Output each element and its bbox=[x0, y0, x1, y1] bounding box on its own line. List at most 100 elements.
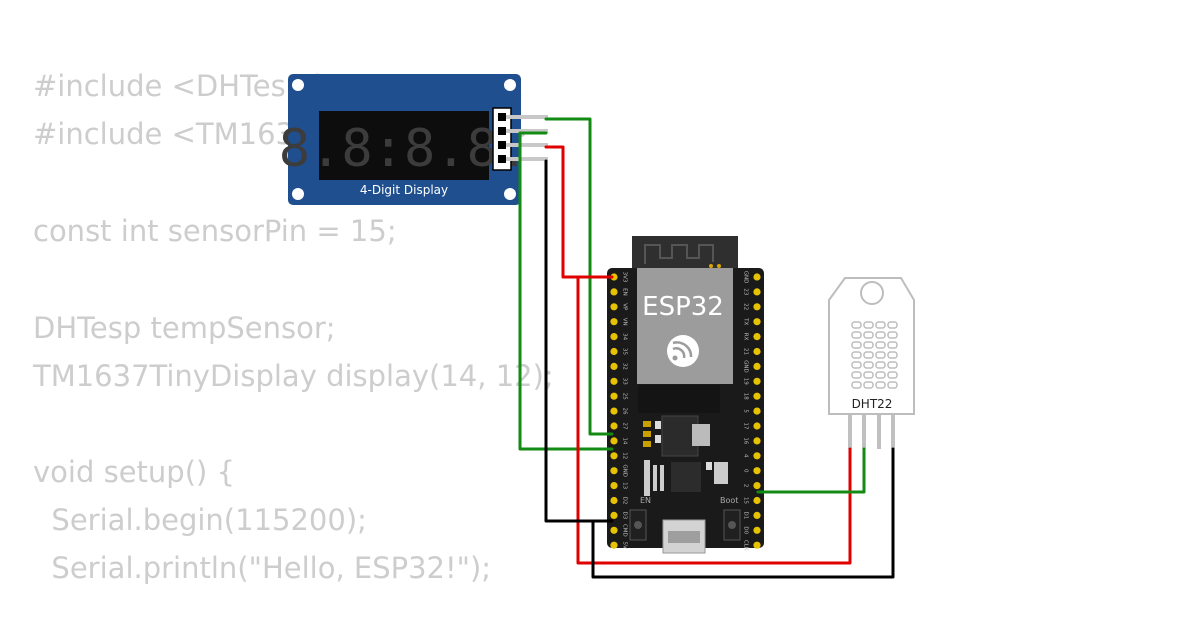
pin-label: EN bbox=[622, 288, 628, 296]
pin-label: D2 bbox=[622, 497, 628, 505]
vent-slot bbox=[887, 321, 898, 329]
pin-leg bbox=[506, 129, 548, 133]
vent-slot bbox=[875, 331, 886, 339]
esp32-pin-34[interactable] bbox=[610, 333, 618, 341]
esp32-board[interactable]: ESP32 3V3ENVPVN343532332526271412GND13D2… bbox=[607, 236, 764, 554]
vent-slot bbox=[863, 381, 874, 389]
en-button-cap[interactable] bbox=[634, 521, 642, 529]
pin-label: 17 bbox=[743, 423, 749, 430]
pin-label: GND bbox=[622, 464, 628, 477]
esp32-pin-0[interactable] bbox=[753, 467, 761, 475]
pin-label: 27 bbox=[622, 423, 628, 430]
pin-label: D3 bbox=[622, 512, 628, 520]
smd-component bbox=[714, 462, 728, 484]
sensor-leg bbox=[862, 413, 866, 449]
esp32-pin-tx[interactable] bbox=[753, 318, 761, 326]
pin-label: CLK bbox=[743, 540, 749, 551]
pin-label: TX bbox=[743, 317, 749, 325]
vent-slot bbox=[851, 331, 862, 339]
right-pin-header bbox=[753, 273, 761, 549]
left-pin-labels: 3V3ENVPVN343532332526271412GND13D2D3CMD5… bbox=[622, 272, 628, 549]
esp32-pin-d3[interactable] bbox=[610, 511, 618, 519]
esp32-pin-cmd[interactable] bbox=[610, 526, 618, 534]
display-window bbox=[319, 111, 489, 180]
esp32-pin-vn[interactable] bbox=[610, 318, 618, 326]
esp32-pin-15[interactable] bbox=[753, 496, 761, 505]
esp32-pin-13[interactable] bbox=[610, 482, 618, 490]
vent-slot bbox=[887, 371, 898, 379]
pin-label: D1 bbox=[743, 512, 749, 520]
esp32-pin-gnd[interactable] bbox=[753, 273, 761, 281]
module-base bbox=[638, 385, 720, 413]
wire-dio-green bbox=[518, 131, 614, 451]
sensor-label: DHT22 bbox=[852, 397, 893, 411]
sensor-leg bbox=[848, 413, 852, 449]
esp32-pin-vp[interactable] bbox=[610, 303, 618, 311]
esp32-pin-d0[interactable] bbox=[753, 526, 761, 534]
esp32-pin-18[interactable] bbox=[753, 392, 761, 400]
esp32-pin-3v3[interactable] bbox=[610, 273, 618, 281]
pin-label: 5V bbox=[622, 542, 628, 549]
esp32-pin-12[interactable] bbox=[610, 452, 618, 460]
en-button-label: EN bbox=[640, 496, 651, 505]
esp32-pin-gnd[interactable] bbox=[610, 467, 618, 475]
esp32-pin-25[interactable] bbox=[610, 392, 618, 400]
header-pin-gnd bbox=[498, 155, 506, 163]
pin-label: 32 bbox=[622, 363, 628, 370]
esp32-pin-21[interactable] bbox=[753, 347, 761, 356]
esp32-pin-19[interactable] bbox=[753, 377, 761, 385]
vent-slot bbox=[863, 321, 874, 329]
pin-label: 16 bbox=[743, 437, 749, 444]
esp32-pin-5[interactable] bbox=[753, 407, 761, 415]
pin-label: 21 bbox=[743, 348, 749, 355]
esp32-pin-32[interactable] bbox=[610, 362, 618, 370]
boot-button-cap[interactable] bbox=[728, 521, 736, 529]
esp32-pin-clk[interactable] bbox=[753, 541, 761, 549]
wire-data-green bbox=[756, 447, 866, 494]
esp32-pin-rx[interactable] bbox=[753, 333, 761, 341]
esp32-pin-27[interactable] bbox=[610, 422, 618, 430]
pin-label: 5 bbox=[743, 409, 749, 413]
esp32-pin-26[interactable] bbox=[610, 407, 618, 415]
display-header bbox=[492, 107, 512, 171]
esp32-pin-2[interactable] bbox=[753, 482, 761, 490]
esp32-pin-en[interactable] bbox=[610, 288, 618, 296]
esp32-pin-d1[interactable] bbox=[753, 511, 761, 519]
esp32-pin-33[interactable] bbox=[610, 377, 618, 385]
display-digits: 8.8:8.8. bbox=[279, 119, 529, 179]
pin-label: GND bbox=[743, 360, 749, 373]
esp32-pin-23[interactable] bbox=[753, 288, 761, 296]
esp32-pin-16[interactable] bbox=[753, 437, 761, 445]
esp32-pin-5v[interactable] bbox=[610, 541, 618, 549]
four-digit-display[interactable]: 8.8:8.8. 4-Digit Display bbox=[279, 74, 548, 205]
vent-slot bbox=[863, 331, 874, 339]
esp32-pin-22[interactable] bbox=[753, 303, 761, 311]
esp32-pin-4[interactable] bbox=[753, 452, 761, 460]
regulator-tab bbox=[692, 424, 710, 446]
wires bbox=[518, 117, 895, 579]
smd-component bbox=[660, 465, 664, 491]
code-line: Serial.begin(115200); bbox=[33, 503, 367, 537]
pin-label: 35 bbox=[622, 348, 628, 355]
smd-component bbox=[655, 421, 661, 429]
smd-component bbox=[643, 431, 651, 437]
pin-label: 2 bbox=[743, 484, 749, 488]
pin-leg bbox=[506, 115, 548, 119]
pin-label: 15 bbox=[743, 497, 749, 504]
pin-label: 19 bbox=[743, 378, 749, 385]
pin-label: 25 bbox=[622, 393, 628, 400]
esp32-pin-d2[interactable] bbox=[610, 496, 618, 505]
dht22-sensor[interactable]: DHT22 bbox=[828, 277, 915, 449]
esp32-pin-17[interactable] bbox=[753, 422, 761, 430]
vent-slot bbox=[851, 341, 862, 349]
esp32-pin-35[interactable] bbox=[610, 347, 618, 356]
esp32-pin-gnd[interactable] bbox=[753, 362, 761, 370]
sensor-leg bbox=[891, 413, 895, 449]
mount-hole bbox=[292, 79, 304, 91]
pin-label: D0 bbox=[743, 526, 749, 534]
esp32-pin-14[interactable] bbox=[610, 437, 618, 445]
vent-slot bbox=[875, 381, 886, 389]
esp32-label: ESP32 bbox=[642, 292, 724, 322]
usb-uart-chip bbox=[671, 462, 701, 492]
